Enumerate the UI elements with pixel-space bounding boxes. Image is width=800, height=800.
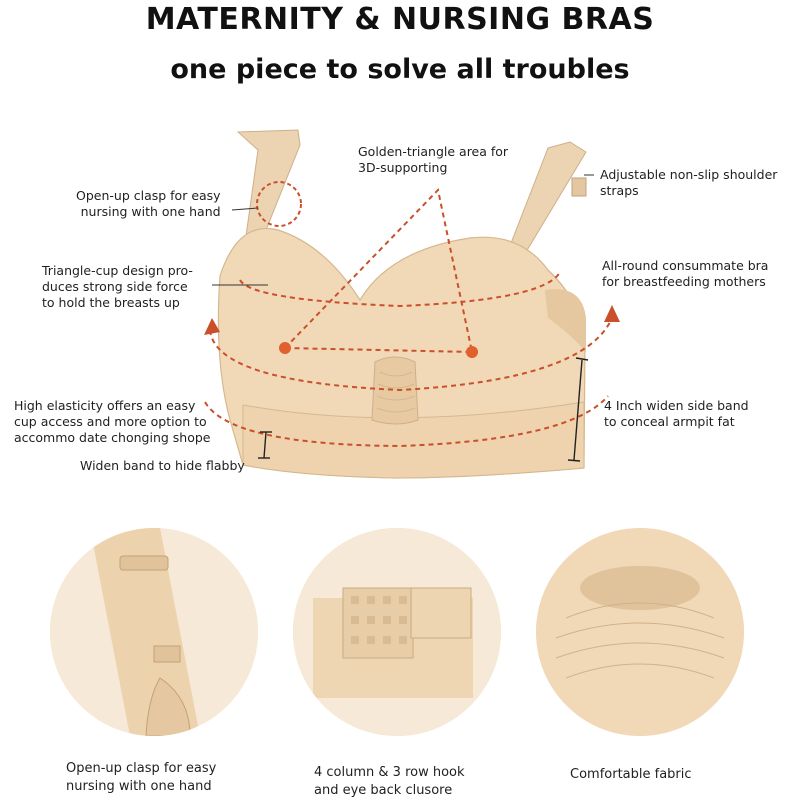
detail-hook-image: [293, 528, 501, 736]
annotation-adjustable-straps: Adjustable non-slip shoulder straps: [600, 167, 778, 198]
detail-fabric-image: [536, 528, 744, 736]
annotation-open-up-clasp: Open-up clasp for easy nursing with one …: [76, 188, 221, 219]
clasp-highlight: [256, 181, 302, 227]
page-subtitle: one piece to solve all troubles: [170, 54, 630, 85]
right-cup-shadow: [545, 289, 586, 352]
page-title: MATERNITY & NURSING BRAS: [145, 2, 655, 37]
annotation-golden-triangle: Golden-triangle area for 3D-supporting: [358, 144, 509, 175]
detail-clasp-image: [50, 528, 258, 736]
detail-caption-fabric: Comfortable fabric: [570, 767, 692, 782]
arrow-head-right: [604, 305, 620, 322]
triangle-dot-left: [279, 342, 291, 354]
triangle-dot-right: [466, 346, 478, 358]
right-strap-slider: [571, 177, 587, 197]
annotation-widen-band: Widen band to hide flabby: [80, 458, 245, 473]
annotation-all-round: All-round consummate bra for breastfeedi…: [602, 258, 769, 289]
right-strap: [505, 141, 587, 263]
arrow-head-left: [204, 318, 220, 335]
center-gather: [371, 356, 419, 425]
detail-caption-hook: 4 column & 3 row hook and eye back cluso…: [314, 765, 465, 798]
annotation-side-band: 4 Inch widen side band to conceal armpit…: [604, 398, 749, 429]
annotation-triangle-cup: Triangle-cup design pro- duces strong si…: [42, 263, 193, 310]
detail-caption-clasp: Open-up clasp for easy nursing with one …: [66, 761, 217, 794]
annotation-high-elasticity: High elasticity offers an easy cup acces…: [14, 398, 211, 445]
